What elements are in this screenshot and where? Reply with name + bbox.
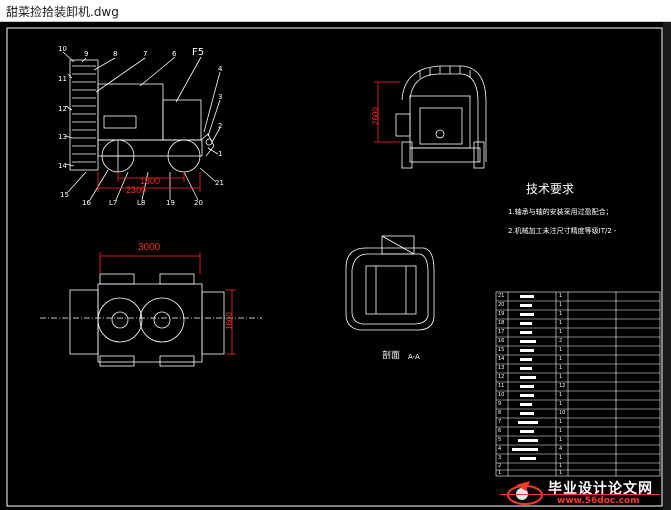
dim-plan-width: 3000 [138,242,161,253]
table-cell-number: 8 [498,410,502,416]
drawing-canvas[interactable]: 10 9 8 7 6 F5 4 11 12 13 14 15 3 2 1 21 … [0,22,671,510]
label-part-8: 8 [113,50,118,58]
label-part-2: 2 [218,122,223,130]
table-cell-number: 6 [498,428,502,434]
side-view [395,65,487,169]
table-cell-quantity: 1 [559,356,563,362]
label-part-3: 3 [218,93,223,101]
table-cell-quantity: 4 [559,446,563,452]
label-part-12: 12 [58,105,67,113]
table-cell-quantity: 1 [559,419,563,425]
label-part-18: L8 [137,199,146,207]
label-part-20: 20 [194,199,203,207]
table-cell-number: 10 [498,392,505,398]
table-cell-number: 18 [498,320,505,326]
table-cell-quantity: 1 [559,293,563,299]
label-part-6: 6 [172,50,177,58]
table-cell-number: 9 [498,401,502,407]
section-label: 剖面 [382,351,401,361]
table-cell-quantity: 2 [559,338,563,344]
table-cell-number: 21 [498,293,505,299]
table-cell-quantity: 1 [559,463,563,469]
table-cell-quantity: 1 [559,437,563,443]
watermark-divider [500,494,660,495]
plan-view [40,273,262,367]
window-title: 甜菜捡拾装卸机.dwg [6,5,119,19]
label-part-14: 14 [58,162,67,170]
table-cell-quantity: 1 [559,329,563,335]
table-cell-number: 1 [498,470,502,476]
label-part-4: 4 [218,65,223,73]
table-cell-quantity: 1 [559,392,563,398]
table-cell-number: 4 [498,446,502,452]
table-cell-number: 12 [498,374,505,380]
dim-plan-height: 1600 [225,312,234,330]
table-cell-number: 3 [498,455,502,461]
table-cell-number: 2 [498,463,502,469]
label-part-17: L7 [109,199,118,207]
table-cell-quantity: 1 [559,347,563,353]
table-cell-number: 20 [498,302,505,308]
table-cell-quantity: 1 [559,302,563,308]
label-part-21: 21 [215,179,224,187]
table-cell-quantity: 1 [559,320,563,326]
dim-front-2300: 2300 [126,185,147,195]
watermark-url: www.56doc.com [557,496,640,506]
table-cell-number: 13 [498,365,505,371]
section-mark: A-A [408,353,420,361]
table-cell-number: 15 [498,347,505,353]
table-cell-quantity: 1 [559,365,563,371]
label-part-1: 1 [218,150,223,158]
watermark-logo-icon [507,481,543,505]
right-scrollbar[interactable] [663,22,671,510]
label-part-11: 11 [58,75,67,83]
cad-drawing [6,27,663,507]
label-part-19: 19 [166,199,175,207]
dim-front-1800: 1800 [140,176,161,186]
tech-requirements-title: 技术要求 [526,182,575,196]
label-part-9: 9 [84,50,89,58]
label-part-13: 13 [58,133,67,141]
dim-side-height: 2600 [371,107,380,125]
watermark-text: 毕业设计论文网 [548,481,653,497]
table-cell-quantity: 1 [559,374,563,380]
label-part-16: 16 [82,199,91,207]
front-view [62,51,221,201]
tech-requirement-item: 2.机械加工未注尺寸精度等级IT/2 - [508,227,617,235]
table-cell-quantity: 1 [559,311,563,317]
table-cell-number: 11 [498,383,505,389]
parts-table-names [512,295,538,460]
label-part-15: 15 [60,191,69,199]
table-cell-number: 7 [498,419,502,425]
table-cell-quantity: 1 [559,428,563,434]
table-cell-quantity: 1 [559,455,563,461]
tech-requirement-item: 1.轴承与轴的安装采用过盈配合； [508,208,613,216]
label-part-7: 7 [143,50,148,58]
table-cell-number: 19 [498,311,505,317]
label-part-5: F5 [192,47,205,58]
parts-table-grid [495,291,661,477]
table-cell-quantity: 1 [559,401,563,407]
title-bar: 甜菜捡拾装卸机.dwg [0,0,671,22]
table-cell-number: 17 [498,329,505,335]
table-cell-number: 14 [498,356,505,362]
table-cell-quantity: 10 [559,410,566,416]
table-cell-quantity: 1 [559,470,563,476]
table-cell-number: 5 [498,437,502,443]
table-cell-number: 16 [498,338,505,344]
section-view [345,235,435,331]
table-cell-quantity: 12 [559,383,566,389]
label-part-10: 10 [58,45,67,53]
